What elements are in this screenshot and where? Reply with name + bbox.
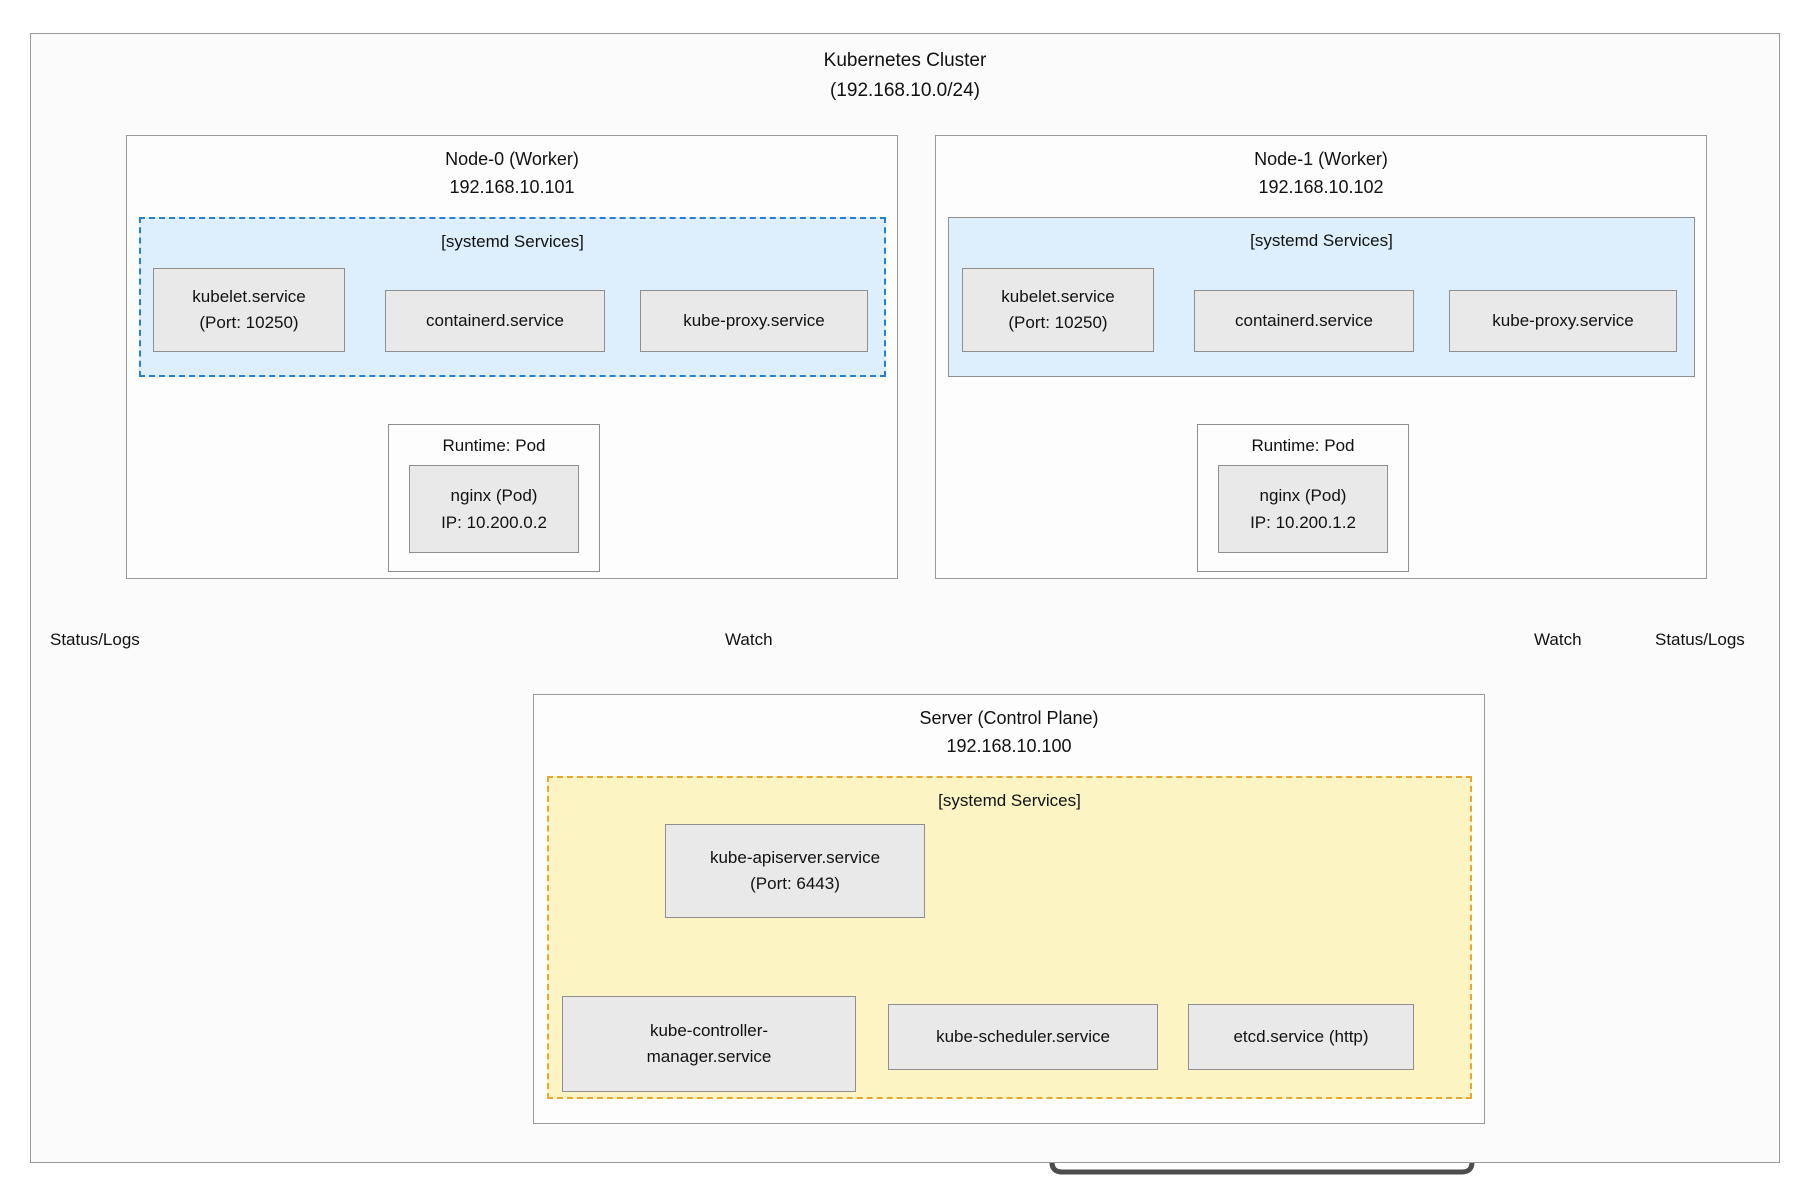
control-plane-title-block: Server (Control Plane) 192.168.10.100 xyxy=(534,704,1484,760)
etcd-name: etcd.service (http) xyxy=(1233,1027,1369,1046)
node-1-kubelet-name: kubelet.service xyxy=(1001,287,1115,306)
kube-apiserver-name: kube-apiserver.service xyxy=(709,848,881,867)
kube-apiserver-port: (Port: 6443) xyxy=(750,874,840,893)
node-0-containerd-service[interactable]: containerd.service xyxy=(385,290,605,352)
node-1-containerd-name: containerd.service xyxy=(1235,311,1373,330)
kube-apiserver-service[interactable]: kube-apiserver.service (Port: 6443) xyxy=(665,824,925,918)
node-1-pod-name: nginx (Pod) xyxy=(1259,486,1347,505)
kube-controller-manager-service[interactable]: kube-controller- manager.service xyxy=(562,996,856,1092)
etcd-service[interactable]: etcd.service (http) xyxy=(1188,1004,1414,1070)
node-1-kube-proxy-service[interactable]: kube-proxy.service xyxy=(1449,290,1677,352)
edge-label-watch-left: Watch xyxy=(722,628,776,652)
node-1-title-block: Node-1 (Worker) 192.168.10.102 xyxy=(936,145,1706,201)
cluster-title: Kubernetes Cluster xyxy=(823,50,987,71)
node-1-kube-proxy-name: kube-proxy.service xyxy=(1492,311,1634,330)
node-0-pod-ip: IP: 10.200.0.2 xyxy=(441,513,547,532)
node-0-kubelet-port: (Port: 10250) xyxy=(199,313,299,332)
cluster-title-block: Kubernetes Cluster (192.168.10.0/24) xyxy=(31,46,1779,106)
node-1-ip: 192.168.10.102 xyxy=(1258,177,1384,197)
cluster-subnet: (192.168.10.0/24) xyxy=(829,80,980,101)
node-1-containerd-service[interactable]: containerd.service xyxy=(1194,290,1414,352)
edge-label-status-logs-left: Status/Logs xyxy=(47,628,143,652)
edge-label-status-logs-right: Status/Logs xyxy=(1652,628,1748,652)
edge-label-watch-right: Watch xyxy=(1531,628,1585,652)
node-0-kubelet-name: kubelet.service xyxy=(192,287,306,306)
node-0-kube-proxy-name: kube-proxy.service xyxy=(683,311,825,330)
control-plane-name: Server (Control Plane) xyxy=(919,708,1099,728)
kube-scheduler-service[interactable]: kube-scheduler.service xyxy=(888,1004,1158,1070)
kube-scheduler-name: kube-scheduler.service xyxy=(936,1027,1110,1046)
kube-controller-manager-line2: manager.service xyxy=(646,1047,772,1066)
node-1-kubelet-service[interactable]: kubelet.service (Port: 10250) xyxy=(962,268,1154,352)
node-0-kube-proxy-service[interactable]: kube-proxy.service xyxy=(640,290,868,352)
node-0-systemd-label: [systemd Services] xyxy=(441,232,584,251)
node-0-name: Node-0 (Worker) xyxy=(445,149,579,169)
node-1-nginx-pod[interactable]: nginx (Pod) IP: 10.200.1.2 xyxy=(1218,465,1388,553)
node-0-runtime-title: Runtime: Pod xyxy=(442,436,546,455)
control-plane-systemd-label: [systemd Services] xyxy=(938,791,1081,810)
kube-controller-manager-line1: kube-controller- xyxy=(649,1021,769,1040)
node-1-kubelet-port: (Port: 10250) xyxy=(1008,313,1108,332)
node-0-title-block: Node-0 (Worker) 192.168.10.101 xyxy=(127,145,897,201)
node-1-name: Node-1 (Worker) xyxy=(1254,149,1388,169)
node-1-pod-ip: IP: 10.200.1.2 xyxy=(1250,513,1356,532)
node-0-containerd-name: containerd.service xyxy=(426,311,564,330)
node-0-nginx-pod[interactable]: nginx (Pod) IP: 10.200.0.2 xyxy=(409,465,579,553)
node-0-pod-name: nginx (Pod) xyxy=(450,486,538,505)
node-1-systemd-label: [systemd Services] xyxy=(1250,231,1393,250)
node-0-ip: 192.168.10.101 xyxy=(449,177,575,197)
node-1-runtime-title: Runtime: Pod xyxy=(1251,436,1355,455)
control-plane-ip: 192.168.10.100 xyxy=(946,736,1072,756)
node-0-kubelet-service[interactable]: kubelet.service (Port: 10250) xyxy=(153,268,345,352)
